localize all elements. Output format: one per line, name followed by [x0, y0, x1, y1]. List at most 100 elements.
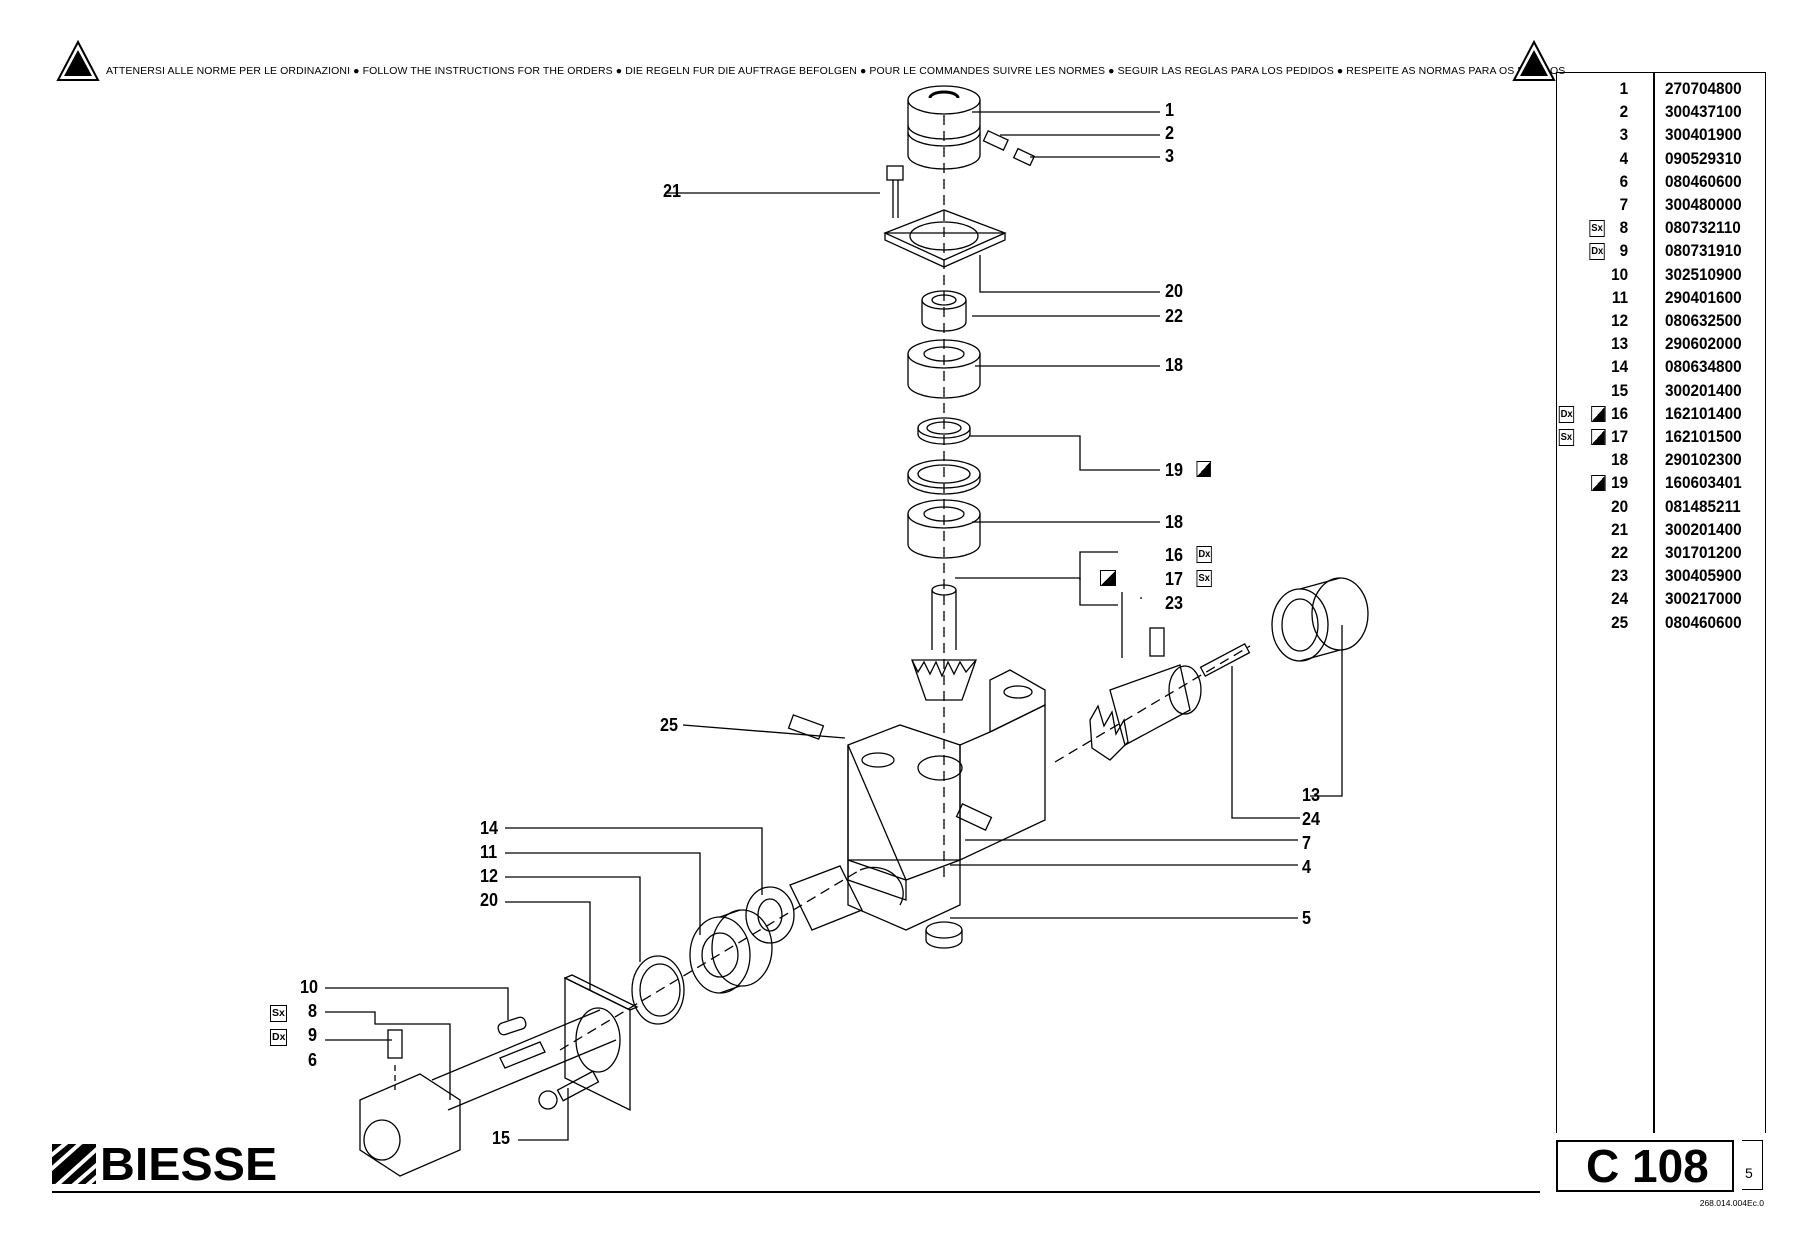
- part-number: 13: [1611, 334, 1629, 354]
- special-mark-icon: [1196, 461, 1211, 478]
- part-code: 160603401: [1665, 473, 1742, 493]
- part-code: 080632500: [1665, 311, 1742, 330]
- special-mark-icon: [1591, 405, 1606, 422]
- callout-18: 18: [1165, 355, 1184, 375]
- doc-reference: 268.014.004Ec.0: [1699, 1198, 1764, 1208]
- page-number-box: 5: [1742, 1140, 1763, 1190]
- callout-21: 21: [663, 181, 682, 201]
- part-code: 080731910: [1665, 241, 1742, 261]
- callout-14: 14: [480, 818, 499, 838]
- bottom-rule: [52, 1191, 1540, 1193]
- part-number: 25: [1611, 612, 1629, 632]
- part-code: 290602000: [1665, 334, 1742, 354]
- sx-mark: Sx: [1196, 569, 1212, 587]
- part-code: 300201400: [1665, 519, 1742, 539]
- notice-bar: ATTENERSI ALLE NORME PER LE ORDINAZIONI …: [56, 40, 1566, 100]
- part-number: 22: [1611, 543, 1629, 562]
- part-code: 090529310: [1665, 148, 1742, 168]
- part-code: 270704800: [1665, 79, 1742, 98]
- part-code: 081485211: [1665, 496, 1741, 516]
- callout-16-label: 16: [1165, 545, 1184, 565]
- part-number: 19: [1611, 473, 1629, 493]
- part-code: 301701200: [1665, 543, 1742, 562]
- sx-mark: Sx: [1558, 429, 1574, 446]
- warning-icon: [56, 40, 100, 81]
- callout-20: 20: [1165, 281, 1184, 301]
- part-number: 2: [1619, 102, 1629, 122]
- callout-20: 20: [480, 890, 499, 910]
- biesse-logo-icon: [52, 1144, 96, 1184]
- part-number: 24: [1611, 589, 1629, 609]
- part-number: 1: [1619, 79, 1629, 98]
- part-number: 16: [1611, 403, 1629, 423]
- page-number: 5: [1745, 1165, 1753, 1181]
- table-row: Dx 9 080731910: [1557, 239, 1744, 262]
- table-row: 18 290102300: [1557, 448, 1744, 471]
- callout-6: 6: [308, 1050, 318, 1070]
- part-number: 21: [1611, 519, 1629, 539]
- callout-22: 22: [1165, 306, 1184, 326]
- part-number: 11: [1611, 287, 1629, 307]
- callout-15: 15: [492, 1128, 511, 1148]
- callout-17: 17 Sx: [1165, 569, 1212, 590]
- part-code: 300480000: [1665, 195, 1742, 214]
- callout-7: 7: [1302, 833, 1312, 853]
- notice-text: ATTENERSI ALLE NORME PER LE ORDINAZIONI …: [106, 65, 1566, 77]
- dx-mark: Dx: [270, 1029, 288, 1046]
- part-number: 7: [1619, 195, 1629, 214]
- part-number: 14: [1611, 357, 1629, 377]
- table-row: 13 290602000: [1557, 332, 1744, 355]
- part-code: 290102300: [1665, 450, 1742, 470]
- special-mark-icon: [1591, 475, 1606, 492]
- part-code: 300405900: [1665, 566, 1742, 586]
- callout-24: 24: [1302, 809, 1321, 829]
- part-code: 302510900: [1665, 264, 1742, 284]
- special-mark-icon: [1100, 570, 1116, 586]
- table-row: 7 300480000: [1557, 193, 1744, 216]
- table-row: 22 301701200: [1557, 541, 1744, 564]
- callout-18: 18: [1165, 512, 1184, 532]
- part-number: 17: [1611, 427, 1629, 446]
- table-row: 6 080460600: [1557, 170, 1744, 193]
- callout-13: 13: [1302, 785, 1321, 805]
- table-row: 21 300201400: [1557, 518, 1744, 541]
- table-row: Sx 17 162101500: [1557, 425, 1744, 448]
- part-number: 18: [1611, 450, 1629, 470]
- callout-17-label: 17: [1165, 569, 1184, 589]
- brand-name: BIESSE: [100, 1138, 278, 1190]
- callout-4: 4: [1302, 857, 1312, 877]
- sx-mark: Sx: [1589, 220, 1605, 238]
- part-code: 162101500: [1665, 427, 1742, 446]
- part-code: 300437100: [1665, 102, 1742, 122]
- callout-19: 19: [1165, 460, 1211, 481]
- table-row: 23 300405900: [1557, 564, 1744, 587]
- part-number: 3: [1619, 125, 1629, 145]
- table-row: 2 300437100: [1557, 100, 1744, 123]
- part-number: 4: [1619, 148, 1629, 168]
- callout-10: 10: [300, 977, 319, 997]
- dx-mark: Dx: [1589, 243, 1606, 261]
- callout-19-label: 19: [1165, 460, 1184, 480]
- callout-25: 25: [660, 715, 679, 735]
- part-number: 23: [1611, 566, 1629, 586]
- part-code: 080460600: [1665, 171, 1742, 191]
- part-code: 080634800: [1665, 357, 1742, 377]
- table-row: 4 090529310: [1557, 147, 1744, 170]
- part-number: 8: [1619, 218, 1629, 238]
- warning-icon: [1512, 40, 1556, 81]
- callout-8: 8: [308, 1001, 318, 1021]
- callout-16: 16 Dx: [1165, 545, 1213, 566]
- part-number: 9: [1619, 241, 1629, 261]
- part-number: 6: [1619, 171, 1629, 191]
- page-code-box: C 108: [1556, 1140, 1734, 1192]
- table-divider: [1653, 73, 1655, 1133]
